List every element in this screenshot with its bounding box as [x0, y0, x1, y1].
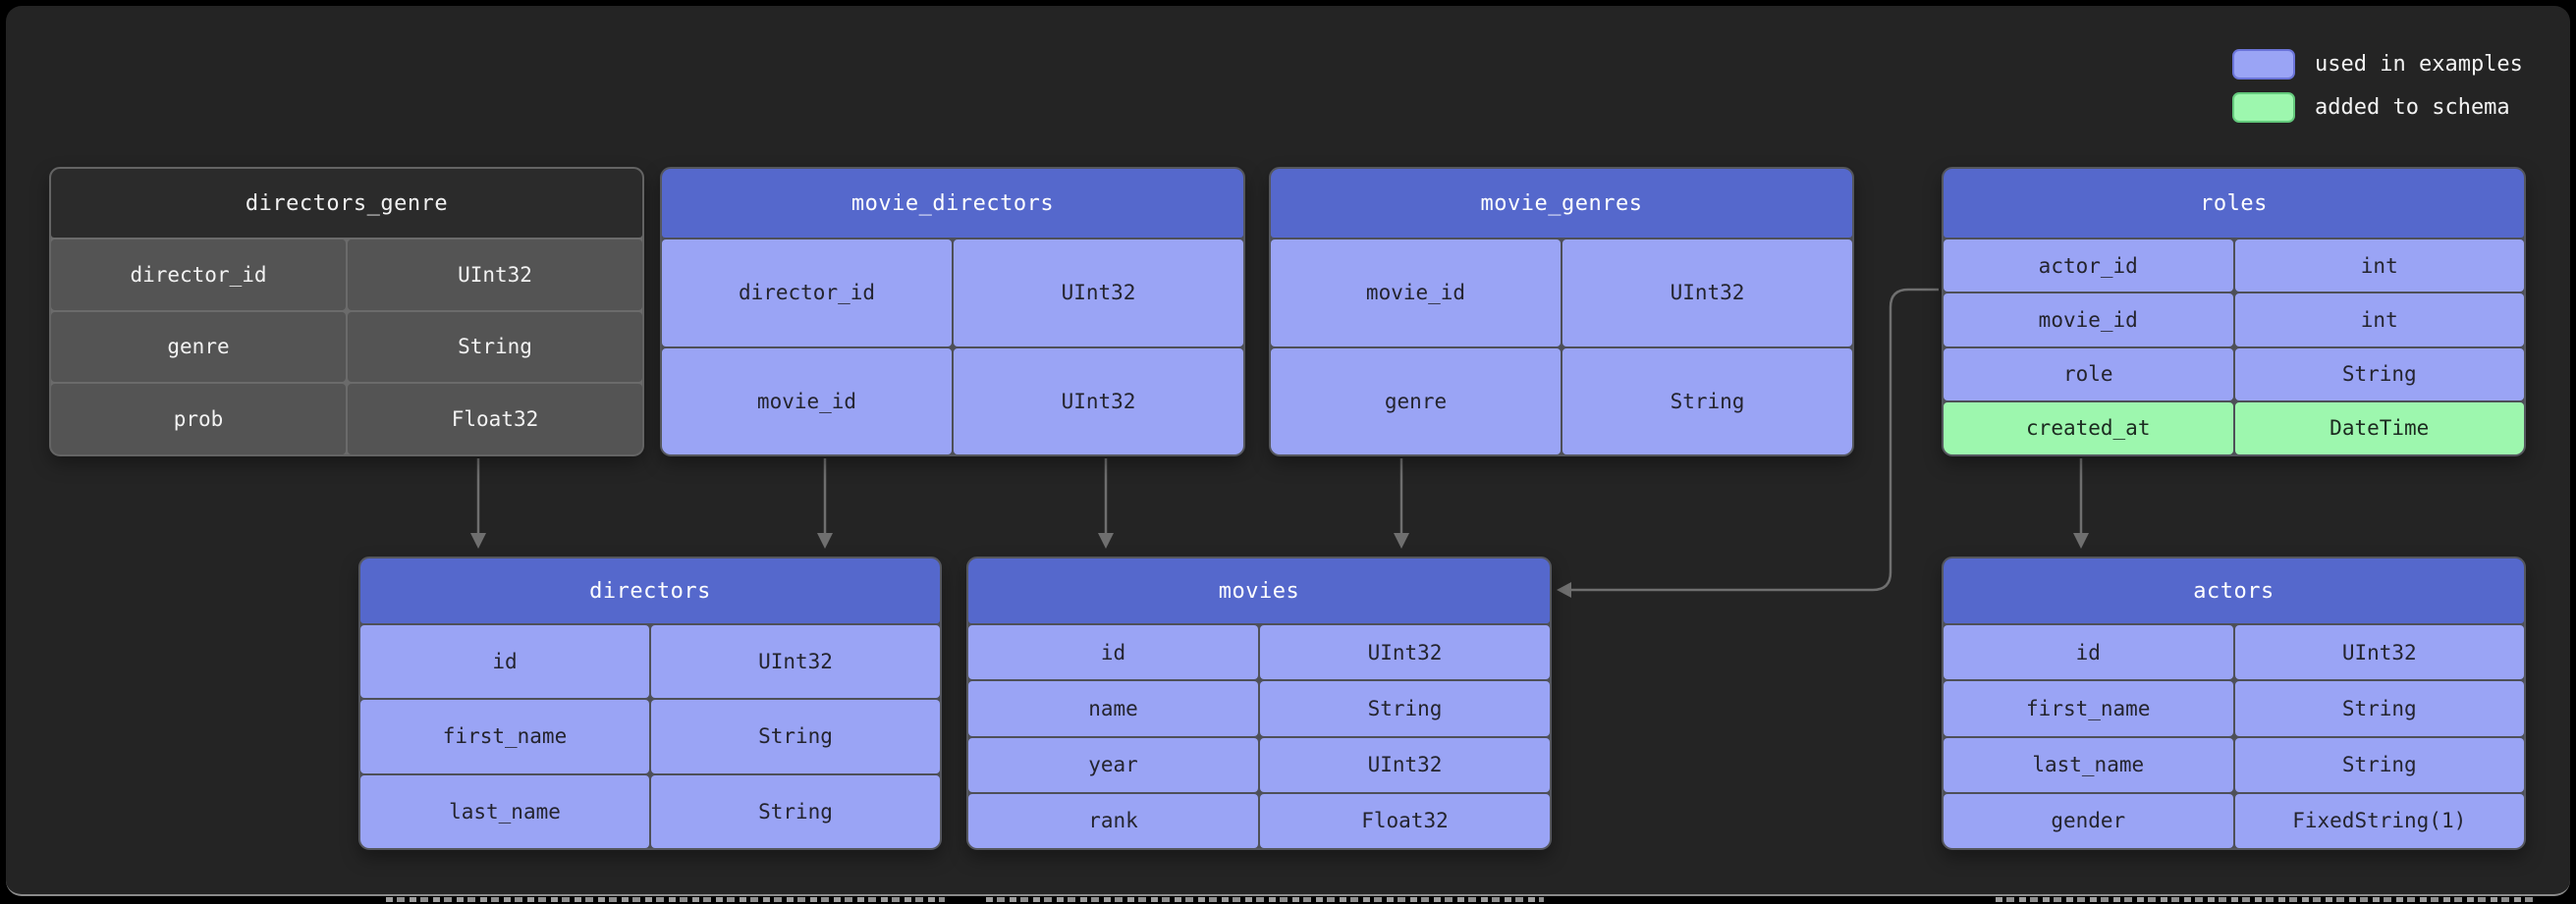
field-name-movies-rank: rank [968, 793, 1258, 848]
field-name-directors_genre-prob: prob [51, 384, 346, 454]
table-title-directors_genre: directors_genre [51, 169, 642, 238]
field-type-roles-actor_id: int [2234, 239, 2524, 292]
field-name-actors-id: id [1944, 625, 2233, 680]
table-title-roles: roles [1944, 169, 2524, 238]
table-title-movie_genres: movie_genres [1271, 169, 1852, 238]
field-name-actors-last_name: last_name [1944, 737, 2233, 792]
field-type-directors-last_name: String [651, 774, 940, 848]
field-name-roles-created_at: created_at [1944, 401, 2233, 454]
field-type-directors_genre-genre: String [348, 311, 642, 383]
bottom-edge-artifact [986, 897, 1544, 902]
field-type-movie_genres-movie_id: UInt32 [1562, 239, 1852, 346]
field-type-actors-last_name: String [2234, 737, 2524, 792]
field-type-actors-first_name: String [2234, 681, 2524, 736]
field-name-actors-gender: gender [1944, 793, 2233, 848]
field-name-roles-role: role [1944, 347, 2233, 400]
legend-swatch-blue [2232, 49, 2295, 80]
field-name-roles-actor_id: actor_id [1944, 239, 2233, 292]
field-name-movie_genres-movie_id: movie_id [1271, 239, 1561, 346]
bottom-edge-artifact [386, 897, 945, 902]
field-type-directors_genre-director_id: UInt32 [348, 239, 642, 310]
field-name-movie_directors-director_id: director_id [662, 239, 952, 346]
field-type-movies-rank: Float32 [1260, 793, 1550, 848]
field-type-movies-year: UInt32 [1260, 737, 1550, 792]
field-name-movie_directors-movie_id: movie_id [662, 347, 952, 454]
legend-label: used in examples [2315, 52, 2523, 77]
field-type-roles-created_at: DateTime [2234, 401, 2524, 454]
legend-swatch-green [2232, 92, 2295, 123]
field-name-directors-last_name: last_name [360, 774, 649, 848]
table-title-directors: directors [360, 558, 940, 623]
field-type-actors-gender: FixedString(1) [2234, 793, 2524, 848]
field-name-movies-name: name [968, 681, 1258, 736]
legend-label: added to schema [2315, 95, 2510, 120]
field-type-actors-id: UInt32 [2234, 625, 2524, 680]
bottom-edge-artifact [1996, 897, 2538, 902]
field-name-movies-year: year [968, 737, 1258, 792]
field-type-movies-id: UInt32 [1260, 625, 1550, 680]
field-type-directors-first_name: String [651, 700, 940, 773]
field-type-directors-id: UInt32 [651, 625, 940, 699]
field-type-movie_directors-movie_id: UInt32 [954, 347, 1243, 454]
field-name-directors_genre-genre: genre [51, 311, 346, 383]
field-name-movie_genres-genre: genre [1271, 347, 1561, 454]
field-name-actors-first_name: first_name [1944, 681, 2233, 736]
table-title-movie_directors: movie_directors [662, 169, 1243, 238]
table-title-actors: actors [1944, 558, 2524, 623]
field-type-movie_directors-director_id: UInt32 [954, 239, 1243, 346]
field-name-directors_genre-director_id: director_id [51, 239, 346, 310]
field-type-roles-role: String [2234, 347, 2524, 400]
table-title-movies: movies [968, 558, 1550, 623]
field-type-roles-movie_id: int [2234, 293, 2524, 346]
field-name-roles-movie_id: movie_id [1944, 293, 2233, 346]
field-type-directors_genre-prob: Float32 [348, 384, 642, 454]
field-type-movies-name: String [1260, 681, 1550, 736]
field-name-movies-id: id [968, 625, 1258, 680]
field-name-directors-id: id [360, 625, 649, 699]
field-type-movie_genres-genre: String [1562, 347, 1852, 454]
field-name-directors-first_name: first_name [360, 700, 649, 773]
